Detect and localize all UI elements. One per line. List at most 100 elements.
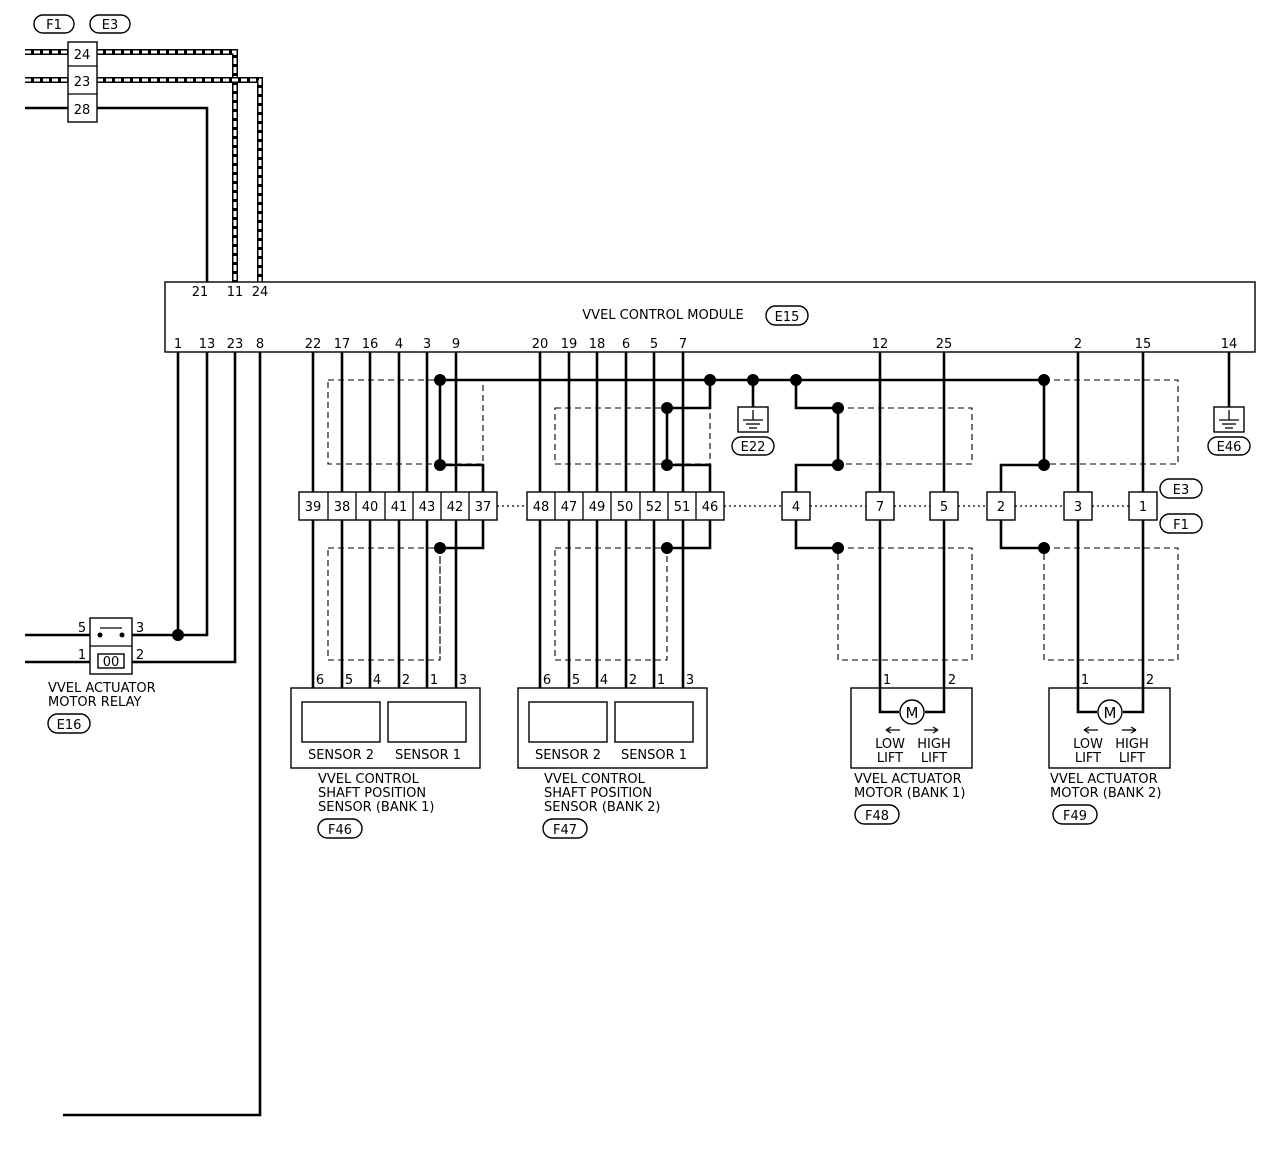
inline-pin-38: 38 <box>334 500 351 515</box>
bank1-label-1: VVEL CONTROL <box>318 772 420 787</box>
bank2-label-2: SHAFT POSITION <box>544 786 652 801</box>
bank1-pin-4: 4 <box>373 673 381 688</box>
tag-e3 <box>89 14 131 34</box>
module-pin-25: 25 <box>936 337 953 352</box>
inline-tag-f1: F1 <box>1173 518 1189 533</box>
bank2-pin-3: 3 <box>686 673 694 688</box>
motor2-label-2: MOTOR (BANK 2) <box>1050 786 1161 801</box>
motor-bank1: 1 2 M LOW LIFT HIGH LIFT VVEL ACTUATOR M… <box>850 673 973 825</box>
motor1-label-1: VVEL ACTUATOR <box>854 772 962 787</box>
module-pin-18: 18 <box>589 337 606 352</box>
harness-pin-24: 24 <box>74 48 91 63</box>
ground-e46-label: E46 <box>1217 440 1242 455</box>
relay-label-2: MOTOR RELAY <box>48 695 141 710</box>
motor1-high: HIGH <box>917 737 950 752</box>
motor1-low-lift: LIFT <box>877 751 903 766</box>
module-pin-14: 14 <box>1221 337 1238 352</box>
inline-pin-2: 2 <box>997 500 1005 515</box>
inline-pin-43: 43 <box>419 500 436 515</box>
ground-e46: E46 <box>1207 406 1251 456</box>
motor-bank2: 1 2 M LOW LIFT HIGH LIFT VVEL ACTUATOR M… <box>1048 673 1171 825</box>
motor1-connector: F48 <box>865 809 889 824</box>
bank2-pin-4: 4 <box>600 673 608 688</box>
relay-pin-3: 3 <box>136 621 144 636</box>
relay-pin-5: 5 <box>78 621 86 636</box>
module-pin-16: 16 <box>362 337 379 352</box>
bank1-pin-1: 1 <box>430 673 438 688</box>
motor1-pin-2: 2 <box>948 673 956 688</box>
module-pin-13: 13 <box>199 337 216 352</box>
harness-pin-28: 28 <box>74 103 91 118</box>
inline-pin-47: 47 <box>561 500 578 515</box>
bank1-label-2: SHAFT POSITION <box>318 786 426 801</box>
relay-label-1: VVEL ACTUATOR <box>48 681 156 696</box>
module-connector-text: E15 <box>775 310 800 325</box>
bank1-pin-6: 6 <box>316 673 324 688</box>
module-pin-17: 17 <box>334 337 351 352</box>
inline-pin-48: 48 <box>533 500 550 515</box>
motor2-high: HIGH <box>1115 737 1148 752</box>
module-connector-tag <box>765 305 809 326</box>
module-pin-23: 23 <box>227 337 244 352</box>
motor-relay: 00 5 3 1 2 VVEL ACTUATOR MOTOR RELAY E16 <box>47 617 156 734</box>
bank2-pin-1: 1 <box>657 673 665 688</box>
inline-pin-51: 51 <box>674 500 691 515</box>
module-pin-19: 19 <box>561 337 578 352</box>
module-pin-7: 7 <box>679 337 687 352</box>
tag-f1-text: F1 <box>46 18 62 33</box>
module-pin-11: 11 <box>227 285 244 300</box>
ground-e22-label: E22 <box>741 440 766 455</box>
relay-pin-2: 2 <box>136 648 144 663</box>
motor2-pin-2: 2 <box>1146 673 1154 688</box>
module-pin-22: 22 <box>305 337 322 352</box>
bank2-label-3: SENSOR (BANK 2) <box>544 800 660 815</box>
inline-pin-52: 52 <box>646 500 663 515</box>
vvel-control-module: 21 11 2 4 VVEL CONTROL MODULE E15 1 13 23… <box>164 281 1256 353</box>
motor1-label-2: MOTOR (BANK 1) <box>854 786 965 801</box>
module-pin-9: 9 <box>452 337 460 352</box>
inline-pin-39: 39 <box>305 500 322 515</box>
tag-f1 <box>33 14 75 34</box>
bank2-pin-5: 5 <box>572 673 580 688</box>
motor2-low: LOW <box>1073 737 1103 752</box>
module-pin-8: 8 <box>256 337 264 352</box>
module-pin-21: 21 <box>192 285 209 300</box>
sensor-bank2: 6 5 4 2 1 3 SENSOR 2 SENSOR 1 VVEL CONTR… <box>517 673 708 839</box>
inline-pin-4: 4 <box>792 500 800 515</box>
motor1-symbol: M <box>906 704 919 722</box>
inline-pin-42: 42 <box>447 500 464 515</box>
bank2-label-1: VVEL CONTROL <box>544 772 646 787</box>
harness-connector-block: 24 23 28 <box>67 41 98 123</box>
inline-pin-7: 7 <box>876 500 884 515</box>
module-pin-1: 1 <box>174 337 182 352</box>
shielded-wires <box>25 49 263 282</box>
svg-text:00: 00 <box>103 655 120 670</box>
ground-e22: E22 <box>731 406 775 456</box>
module-pin-15: 15 <box>1135 337 1152 352</box>
motor1-high-lift: LIFT <box>921 751 947 766</box>
splice-dots <box>172 374 1050 641</box>
module-pin-2: 2 <box>1074 337 1082 352</box>
inline-connector: 39 38 40 41 43 42 37 48 47 49 50 52 51 4… <box>298 478 1203 534</box>
inline-tag-e3: E3 <box>1173 483 1190 498</box>
motor2-pin-1: 1 <box>1081 673 1089 688</box>
bank1-pin-5: 5 <box>345 673 353 688</box>
bank2-pin-2: 2 <box>629 673 637 688</box>
module-pin-12: 12 <box>872 337 889 352</box>
module-pin-20: 20 <box>532 337 549 352</box>
inline-pin-49: 49 <box>589 500 606 515</box>
module-title: VVEL CONTROL MODULE <box>582 308 743 323</box>
bank2-connector: F47 <box>553 823 577 838</box>
bank2-sensor1: SENSOR 1 <box>621 748 687 763</box>
motor2-high-lift: LIFT <box>1119 751 1145 766</box>
module-pin-4: 4 <box>395 337 403 352</box>
inline-pin-41: 41 <box>391 500 408 515</box>
relay-pin-1: 1 <box>78 648 86 663</box>
inline-pin-5: 5 <box>940 500 948 515</box>
bank1-sensor2: SENSOR 2 <box>308 748 374 763</box>
bank2-sensor2: SENSOR 2 <box>535 748 601 763</box>
harness-pin-23: 23 <box>74 75 91 90</box>
bank1-connector: F46 <box>328 823 352 838</box>
inline-pin-40: 40 <box>362 500 379 515</box>
